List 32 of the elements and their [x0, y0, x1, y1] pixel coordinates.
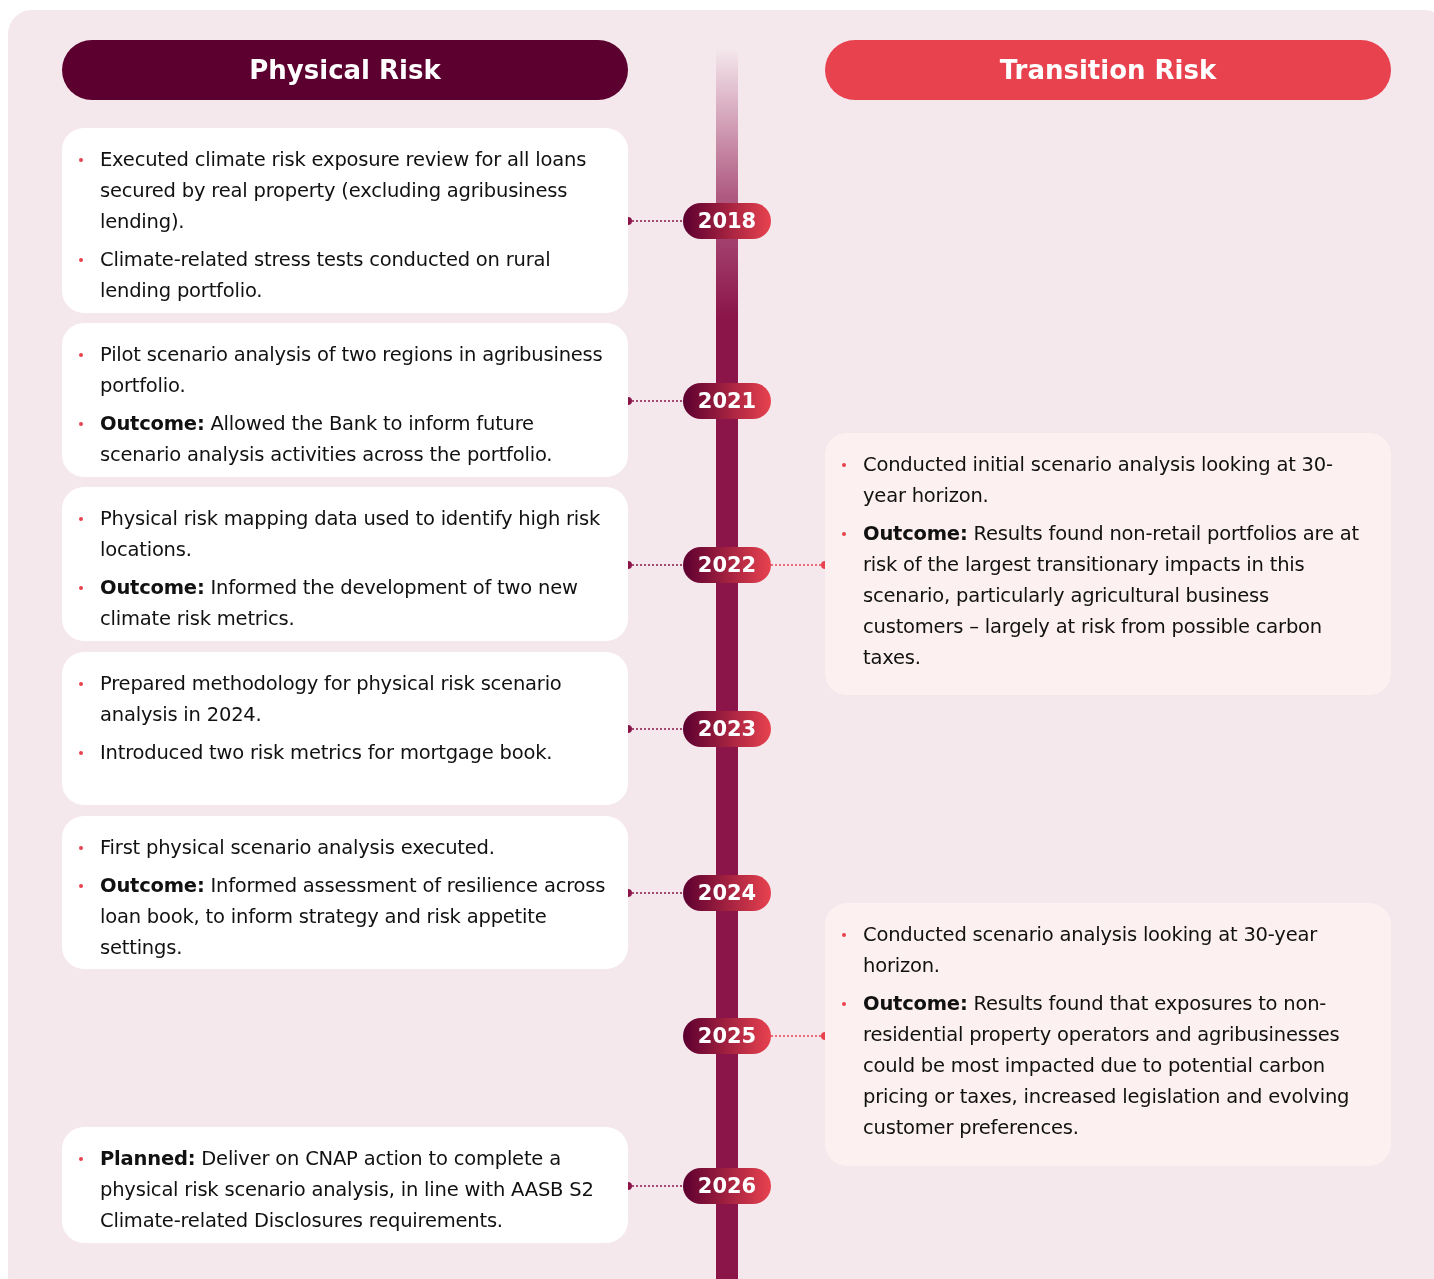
bullet-text: Outcome: Results found non-retail portfolios are at risk of the largest transitionary impacts in this scenario, particularly agricultural business customers – largely at risk from possible carbon taxes. — [841, 518, 1373, 673]
year-badge: 2018 — [683, 203, 771, 239]
milestone-card — [62, 128, 628, 313]
year-badge: 2022 — [683, 547, 771, 583]
year-badge: 2023 — [683, 711, 771, 747]
bullet-text: Climate-related stress tests conducted on rural lending portfolio. — [78, 244, 610, 306]
milestone-card — [62, 1127, 628, 1243]
bullet-text: Outcome: Results found that exposures to non-residential property operators and agribusinesses could be most impacted due to potential carbon pricing or taxes, increased legislation and evolving customer preferences. — [841, 988, 1373, 1143]
bullet-text: Executed climate risk exposure review for all loans secured by real property (excluding agribusiness lending). — [78, 144, 610, 237]
milestone-card — [62, 487, 628, 641]
bullet-text: Pilot scenario analysis of two regions in agribusiness portfolio. — [78, 339, 610, 401]
bullet-text: Prepared methodology for physical risk scenario analysis in 2024. — [78, 668, 610, 730]
year-badge: 2021 — [683, 383, 771, 419]
bullet-text: Outcome: Allowed the Bank to inform future scenario analysis activities across the portfolio. — [78, 408, 610, 470]
milestone-card — [825, 903, 1391, 1166]
heading-banner: Transition Risk — [825, 40, 1391, 100]
bullet-text: Outcome: Informed the development of two new climate risk metrics. — [78, 572, 610, 634]
bullet-text: First physical scenario analysis executed. — [78, 832, 610, 863]
bullet-text: Conducted scenario analysis looking at 30-year horizon. — [841, 919, 1373, 981]
milestone-card — [825, 433, 1391, 695]
bullet-text: Physical risk mapping data used to identify high risk locations. — [78, 503, 610, 565]
year-badge: 2024 — [683, 875, 771, 911]
bullet-text: Planned: Deliver on CNAP action to complete a physical risk scenario analysis, in line with AASB S2 Climate-related Disclosures requirements. — [78, 1143, 610, 1236]
heading-banner: Physical Risk — [62, 40, 628, 100]
bullet-text: Outcome: Informed assessment of resilience across loan book, to inform strategy and risk appetite settings. — [78, 870, 610, 963]
milestone-card — [62, 816, 628, 969]
milestone-card — [62, 652, 628, 805]
milestone-card — [62, 323, 628, 477]
year-badge: 2025 — [683, 1018, 771, 1054]
bullet-text: Introduced two risk metrics for mortgage book. — [78, 737, 610, 768]
bullet-text: Conducted initial scenario analysis looking at 30-year horizon. — [841, 449, 1373, 511]
year-badge: 2026 — [683, 1168, 771, 1204]
